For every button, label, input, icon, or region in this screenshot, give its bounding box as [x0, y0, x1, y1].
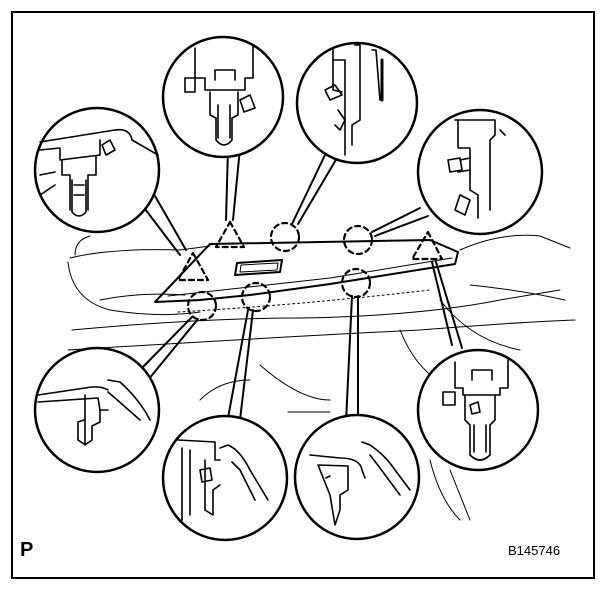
- bottom-right-callout: [416, 348, 540, 472]
- top-right-callout: [416, 108, 544, 236]
- figure-frame: [11, 11, 595, 579]
- triangle-marker-2: [176, 251, 210, 282]
- circle-marker-5: [340, 267, 372, 299]
- top-left-callout: [33, 106, 161, 234]
- top-center-right-callout: [295, 41, 419, 165]
- leader-lines: [139, 147, 463, 423]
- triangle-marker-3: [410, 230, 444, 261]
- panel-opening: [234, 259, 283, 276]
- triangle-marker-1: [214, 220, 246, 249]
- bottom-left-callout: [33, 346, 161, 474]
- circle-marker-2: [342, 224, 374, 256]
- circle-marker-3: [186, 290, 218, 322]
- circle-marker-1: [269, 221, 301, 253]
- bottom-center-right-callout: [293, 413, 421, 541]
- figure-code: B145746: [508, 543, 561, 558]
- clip-markers: [176, 220, 444, 322]
- trim-panel: [154, 239, 459, 313]
- top-center-callout: [161, 35, 285, 159]
- circle-marker-4: [240, 281, 272, 313]
- bottom-center-left-callout: [161, 414, 289, 542]
- corner-label: P: [20, 539, 34, 561]
